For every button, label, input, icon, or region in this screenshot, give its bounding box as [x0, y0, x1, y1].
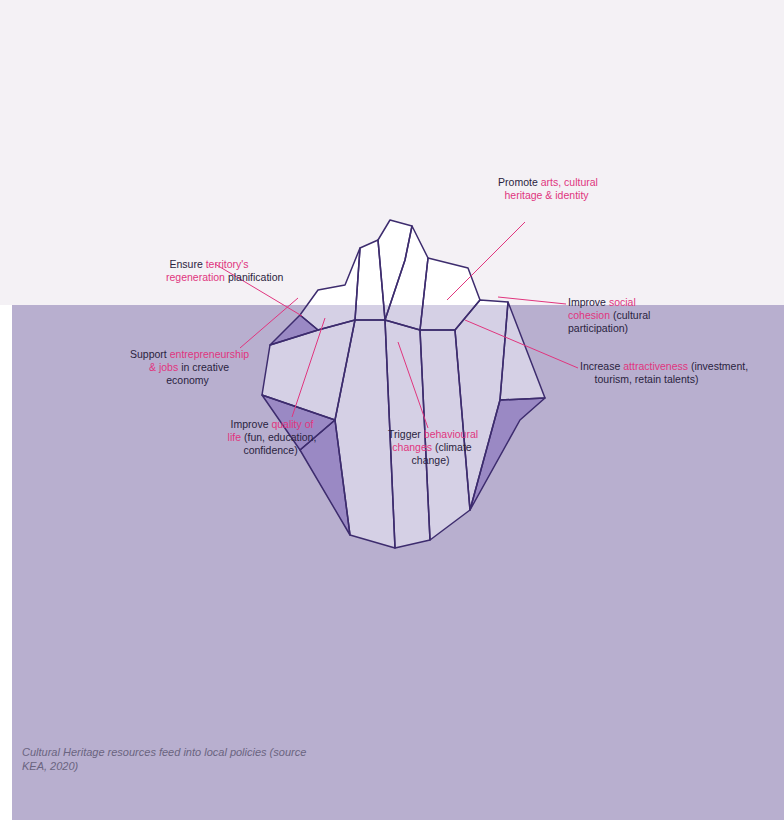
underwater-tint: [0, 305, 784, 605]
leader-line: [447, 222, 525, 300]
ice-edge: [470, 398, 545, 510]
callout-label: (fun, education, confidence): [243, 431, 316, 456]
callout-label: Support: [130, 348, 167, 360]
callout-text: Triggerbehavioural changes(climate chang…: [388, 428, 476, 466]
leader-line: [292, 318, 325, 417]
callout-label: Increase: [580, 360, 620, 372]
callout-text: Ensureterritory's regenerationplanificat…: [166, 258, 252, 284]
highlight-text: attractiveness: [623, 360, 688, 372]
ice-edge: [420, 258, 480, 330]
callout-label: Ensure: [169, 258, 202, 270]
callout-label: Promote: [498, 176, 538, 188]
leader-line: [465, 320, 578, 368]
callout-text: Promotearts, cultural heritage & identit…: [498, 176, 598, 202]
callout-label: planification: [228, 271, 283, 283]
callout-label: Improve: [231, 418, 269, 430]
callout-label: Improve: [568, 296, 606, 308]
callout-label: Trigger: [388, 428, 421, 440]
ice-edge: [385, 320, 430, 548]
callout-text: Increaseattractiveness(investment, touri…: [580, 360, 716, 386]
ice-edge: [455, 300, 508, 510]
leader-line: [240, 298, 298, 348]
callout-text: Supportentrepreneurship & jobsin creativ…: [130, 348, 248, 386]
iceberg-edges: [262, 220, 545, 548]
leader-line: [398, 342, 428, 428]
figure-caption: Cultural Heritage resources feed into lo…: [22, 745, 322, 774]
ice-edge: [262, 320, 355, 420]
ice-edge: [300, 248, 360, 330]
ice-edge: [270, 315, 318, 345]
leader-lines: [215, 222, 578, 428]
leader-line: [215, 264, 302, 316]
callout-text: Improvequality of life(fun, education, c…: [226, 418, 318, 456]
leader-line: [498, 297, 566, 304]
callout-text: Improvesocial cohesion(cultural particip…: [568, 296, 658, 334]
